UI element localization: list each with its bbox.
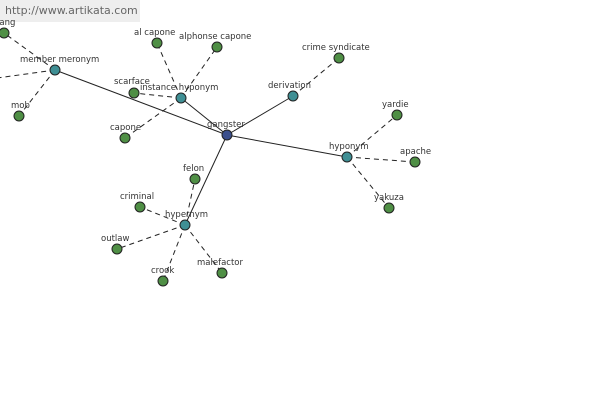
node-gang-dot[interactable] [0,27,10,39]
node-felon-dot[interactable] [189,173,201,185]
node-alphonse-capone-dot[interactable] [211,41,223,53]
node-capone-dot[interactable] [119,132,131,144]
node-malefactor-dot[interactable] [216,267,228,279]
node-al-capone-dot[interactable] [151,37,163,49]
edge-hypernym-leaf-4 [184,224,223,274]
node-yardie[interactable]: yardie [382,100,409,121]
edge-hypernym-leaf-2 [116,224,186,250]
node-hyponym-dot[interactable] [341,151,353,163]
node-member-meronym[interactable]: member meronym [20,55,99,76]
node-instance-hyponym[interactable]: instance hyponym [140,83,218,104]
edge-gangster-member-meronym [54,69,228,136]
node-gangster-dot[interactable] [221,129,233,141]
edge-member-meronym-leaf-0 [3,32,56,71]
node-scarface[interactable]: scarface [114,77,150,99]
node-hypernym-dot[interactable] [179,219,191,231]
node-apache[interactable]: apache [400,147,431,168]
node-yakuza-dot[interactable] [383,202,395,214]
node-derivation[interactable]: derivation [268,81,311,102]
node-alphonse-capone-label: alphonse capone [179,32,251,42]
node-mob[interactable]: mob [11,101,30,122]
node-instance-hyponym-dot[interactable] [175,92,187,104]
node-gang[interactable]: gang [0,18,15,39]
edge-gangster-hyponym [226,134,348,158]
node-hypernym-label: hypernym [165,210,208,220]
watermark-url: http://www.artikata.com [0,0,140,22]
node-criminal[interactable]: criminal [120,192,154,213]
node-alphonse-capone[interactable]: alphonse capone [179,32,251,53]
node-crime-syndicate-dot[interactable] [333,52,345,64]
edge-member-meronym-leaf-1 [18,69,56,117]
node-mob-label: mob [11,101,30,111]
node-crime-syndicate-label: crime syndicate [302,43,370,53]
edge-instance-hyponym-leaf-0 [156,42,182,99]
node-hyponym[interactable]: hyponym [329,142,369,163]
node-yakuza[interactable]: yakuza [374,193,404,214]
node-hypernym[interactable]: hypernym [165,210,208,231]
node-outlaw[interactable]: outlaw [101,234,129,255]
node-criminal-label: criminal [120,192,154,202]
node-felon-label: felon [183,164,204,174]
edge-instance-hyponym-leaf-3 [124,97,182,139]
node-outlaw-label: outlaw [101,234,129,244]
edge-instance-hyponym-leaf-1 [180,46,218,99]
node-capone-label: capone [110,123,141,133]
node-derivation-label: derivation [268,81,311,91]
edge-hyponym-leaf-1 [346,156,416,163]
node-derivation-dot[interactable] [287,90,299,102]
node-criminal-dot[interactable] [134,201,146,213]
edge-gangster-derivation [226,95,294,136]
node-crime-syndicate[interactable]: crime syndicate [302,43,370,64]
node-hyponym-label: hyponym [329,142,369,152]
node-malefactor-label: malefactor [197,258,243,268]
edge-gangster-instance-hyponym [180,97,228,136]
edge-hypernym-leaf-0 [184,178,196,226]
node-member-meronym-dot[interactable] [49,64,61,76]
edges-layer [0,32,416,282]
node-gang-label: gang [0,18,15,28]
edge-hyponym-leaf-2 [346,156,390,209]
edge-hyponym-leaf-0 [346,114,398,158]
node-apache-label: apache [400,147,431,157]
node-outlaw-dot[interactable] [111,243,123,255]
node-member-meronym-label: member meronym [20,55,99,65]
node-yardie-dot[interactable] [391,109,403,121]
edge-member-meronym-leaf-2 [0,69,56,79]
node-apache-dot[interactable] [409,156,421,168]
edge-gangster-hypernym [184,134,228,226]
node-al-capone[interactable]: al capone [134,28,175,49]
node-yardie-label: yardie [382,100,409,110]
edge-instance-hyponym-leaf-2 [133,92,182,99]
nodes-layer: gang mob member meronym al capone alphonse c… [0,18,431,287]
edge-derivation-leaf-0 [292,57,340,97]
node-mob-dot[interactable] [13,110,25,122]
node-gangster[interactable]: gangster [207,120,245,141]
edge-hypernym-leaf-1 [139,206,186,226]
node-crook-dot[interactable] [157,275,169,287]
node-crook[interactable]: crook [151,266,174,287]
node-scarface-dot[interactable] [128,87,140,99]
node-instance-hyponym-label: instance hyponym [140,83,218,93]
node-malefactor[interactable]: malefactor [197,258,243,279]
node-crook-label: crook [151,266,174,276]
edge-hypernym-leaf-3 [162,224,186,282]
node-yakuza-label: yakuza [374,193,404,203]
node-felon[interactable]: felon [183,164,204,185]
node-gangster-label: gangster [207,120,245,130]
node-capone[interactable]: capone [110,123,141,144]
node-scarface-label: scarface [114,77,150,87]
node-al-capone-label: al capone [134,28,175,38]
